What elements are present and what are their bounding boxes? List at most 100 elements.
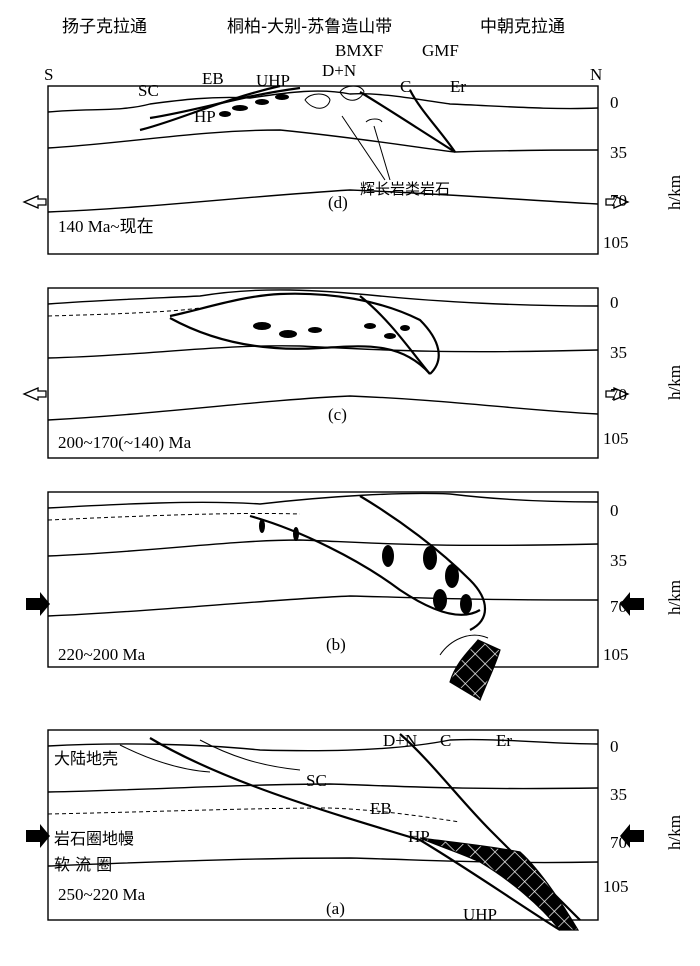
label-dn: D+N: [383, 731, 417, 750]
label-uhp: UHP: [256, 71, 290, 90]
panel-b-lens: [445, 564, 459, 588]
tag-b: (b): [326, 635, 346, 654]
panel-d-lens: [275, 94, 289, 100]
panel-b-slab-breakoff: [449, 639, 501, 701]
panel-b-lab: [47, 595, 599, 617]
depth-tick-70: 70: [610, 191, 627, 210]
depth-tick-105: 105: [603, 877, 629, 896]
panel-d-pluton: [365, 118, 383, 123]
panel-b-lens: [460, 594, 472, 614]
north-label: N: [590, 65, 602, 84]
panel-c-moho: [47, 345, 599, 359]
extension-arrow-left: [22, 195, 47, 209]
age-c: 200~170(~140) Ma: [58, 433, 192, 452]
panel-a-moho: [47, 783, 599, 793]
north-china-craton-header: 中朝克拉通: [480, 17, 565, 37]
label-eb: EB: [370, 799, 392, 818]
depth-tick-0: 0: [610, 93, 619, 112]
depth-tick-35: 35: [610, 143, 627, 162]
label-sc: SC: [306, 771, 327, 790]
compression-arrow-left: [26, 824, 50, 848]
label-hp: HP: [194, 107, 216, 126]
label-lithospheric-mantle: 岩石圈地幔: [54, 829, 134, 848]
panel-b-frame: [47, 491, 599, 668]
label-eb: EB: [202, 69, 224, 88]
tag-c: (c): [328, 405, 347, 424]
depth-tick-0: 0: [610, 293, 619, 312]
panel-a-frame: [47, 729, 599, 921]
panel-a-thrust: [199, 739, 301, 771]
panel-b-slab-top: [249, 514, 481, 616]
panel-a-subducting-slab: [419, 837, 580, 931]
depth-tick-105: 105: [603, 429, 629, 448]
panel-a-thrust: [119, 744, 211, 773]
label-bmxf: BMXF: [335, 41, 383, 60]
depth-axis-label: h/km: [665, 580, 684, 615]
panel-d-lens: [232, 105, 248, 111]
panel-c-lens: [279, 330, 297, 338]
panel-b-dashed: [47, 512, 301, 521]
label-er: Er: [450, 77, 466, 96]
panel-d-lens: [219, 111, 231, 117]
panel-c-dashed: [47, 307, 201, 317]
label-asthenosphere: 软 流 圈: [54, 855, 112, 874]
panel-b-lens: [433, 589, 447, 611]
panel-c-lens: [364, 323, 376, 329]
age-a: 250~220 Ma: [58, 885, 146, 904]
panel-d-lens: [255, 99, 269, 105]
panel-a-dashed: [47, 807, 461, 823]
panel-d-surface: [47, 90, 599, 113]
depth-axis-label: h/km: [665, 175, 684, 210]
depth-tick-105: 105: [603, 645, 629, 664]
panel-b: 220~200 Ma (b) 0 35 70 105 h/km: [26, 491, 684, 701]
label-gabbro: 辉长岩类岩石: [360, 180, 450, 198]
gabbro-leader: [373, 125, 391, 181]
panel-c-lens: [400, 325, 410, 331]
panel-c-frame: [47, 287, 599, 459]
depth-axis-label: h/km: [665, 815, 684, 850]
tag-d: (d): [328, 193, 348, 212]
panel-c-nappe-base: [169, 317, 431, 375]
south-label: S: [44, 65, 53, 84]
panel-d: S N SC EB UHP HP D+N C Er BMXF GMF: [22, 41, 684, 255]
panel-d-lab: [47, 189, 599, 213]
compression-arrow-right: [620, 824, 644, 848]
panel-c: 200~170(~140) Ma (c) 0 35 70 105 h/km: [22, 287, 684, 459]
label-hp: HP: [408, 827, 430, 846]
label-sc: SC: [138, 81, 159, 100]
label-gmf: GMF: [422, 41, 459, 60]
panel-b-fault: [359, 495, 486, 631]
panel-b-upwelling-arrow: [439, 634, 489, 656]
panel-a-slab-top: [149, 737, 561, 931]
depth-axis-label: h/km: [665, 365, 684, 400]
label-continental-crust: 大陆地壳: [54, 749, 118, 768]
panel-a-surface: [47, 738, 599, 752]
panel-d-pluton: [304, 93, 331, 109]
panel-d-pluton: [339, 85, 365, 101]
panel-c-lens: [384, 333, 396, 339]
depth-tick-70: 70: [610, 833, 627, 852]
label-er: Er: [496, 731, 512, 750]
age-d: 140 Ma~现在: [58, 217, 154, 236]
extension-arrow-right: [605, 195, 630, 209]
label-c: C: [400, 77, 411, 96]
panel-b-moho: [47, 539, 599, 557]
extension-arrow-left: [22, 387, 47, 401]
panel-c-lens: [253, 322, 271, 330]
depth-tick-0: 0: [610, 737, 619, 756]
compression-arrow-right: [620, 592, 644, 616]
age-b: 220~200 Ma: [58, 645, 146, 664]
depth-tick-35: 35: [610, 343, 627, 362]
panel-c-surface: [47, 289, 599, 307]
extension-arrow-right: [605, 387, 630, 401]
panel-c-nappe-top: [169, 292, 440, 375]
panel-d-moho: [47, 129, 599, 153]
orogen-header: 桐柏-大别-苏鲁造山带: [227, 17, 392, 37]
panel-b-lens: [259, 519, 265, 533]
depth-tick-35: 35: [610, 551, 627, 570]
panel-b-lens: [423, 546, 437, 570]
label-uhp: UHP: [463, 905, 497, 924]
yangtze-craton-header: 扬子克拉通: [62, 17, 147, 37]
depth-tick-70: 70: [610, 385, 627, 404]
